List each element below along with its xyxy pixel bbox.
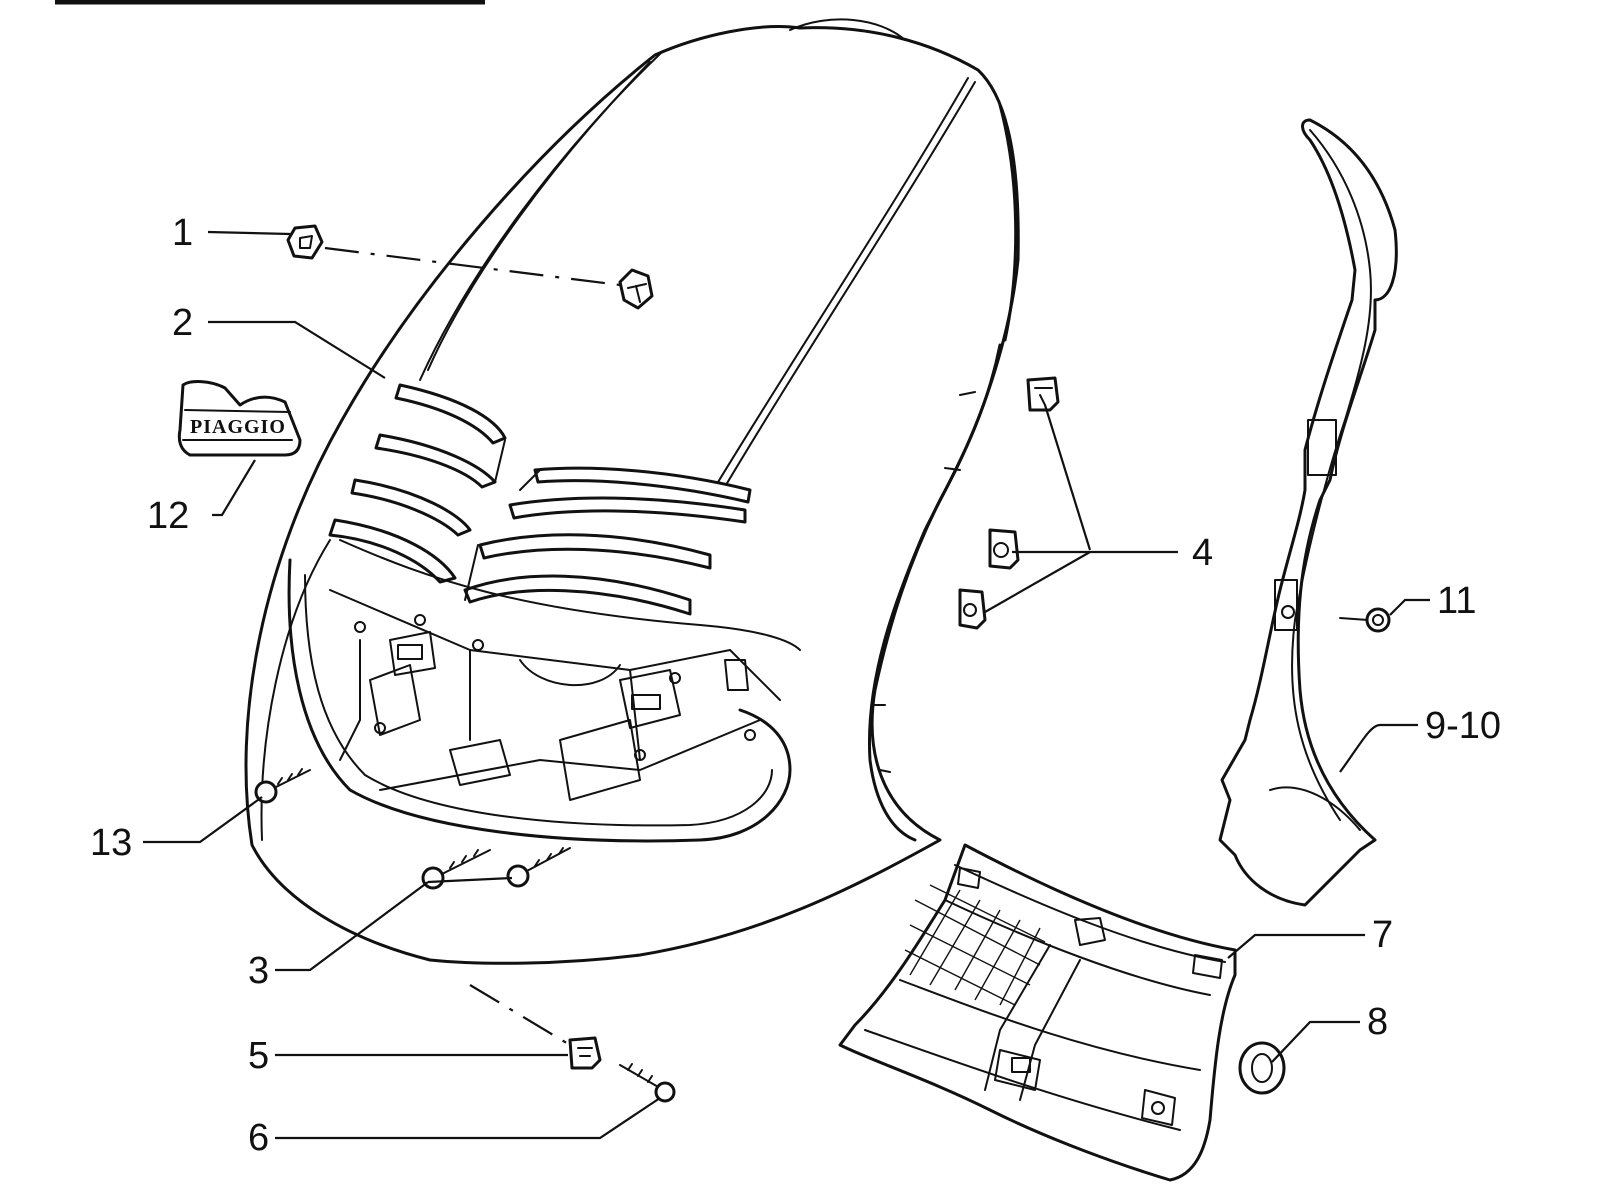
lower-grille [838,843,1237,1182]
callout-2: 2 [172,302,193,344]
leader-8 [1271,1020,1360,1063]
lower-clip-nut [568,1036,602,1070]
axis-badge [324,246,621,287]
bay-screw-left [421,849,491,890]
callout-4: 4 [1192,532,1213,574]
callout-8: 8 [1367,1001,1388,1043]
clip-middle [988,528,1020,570]
trim-screw [1339,607,1391,633]
front-shield [244,18,1020,965]
leader-1 [207,230,291,236]
badge-nut [286,224,324,260]
callout-5: 5 [248,1035,269,1077]
callout-13: 13 [90,822,132,864]
grommet [1238,1041,1286,1095]
leader-4a [1043,404,1092,551]
callout-11: 11 [1437,580,1476,622]
leader-6 [275,1097,661,1140]
callout-1: 1 [172,212,193,254]
clip-lower [958,588,987,630]
lower-screw [619,1063,676,1103]
leader-11 [1389,598,1430,616]
side-trim-panel [1218,118,1398,907]
axis-lower-clip [469,984,571,1046]
leader-4c [984,551,1091,613]
leader-7 [1227,933,1365,959]
callout-7: 7 [1372,914,1393,956]
leader-13 [143,796,263,844]
leg-shield-edge [867,343,1002,842]
leader-9-10 [1339,723,1418,773]
callout-12: 12 [147,495,189,537]
shield-nut [618,268,654,310]
callout-6: 6 [248,1117,269,1159]
callout-9-10: 9-10 [1425,705,1501,747]
leader-3 [275,876,513,972]
bay-screw-right [506,847,571,888]
callout-3: 3 [248,950,269,992]
leg-shield-edge-step [874,391,976,773]
leader-2 [208,320,386,379]
leader-12 [212,459,256,517]
piaggio-badge-text: PIAGGIO [190,416,286,438]
clip-upper [1026,376,1060,412]
piaggio-badge: PIAGGIO [177,380,302,457]
